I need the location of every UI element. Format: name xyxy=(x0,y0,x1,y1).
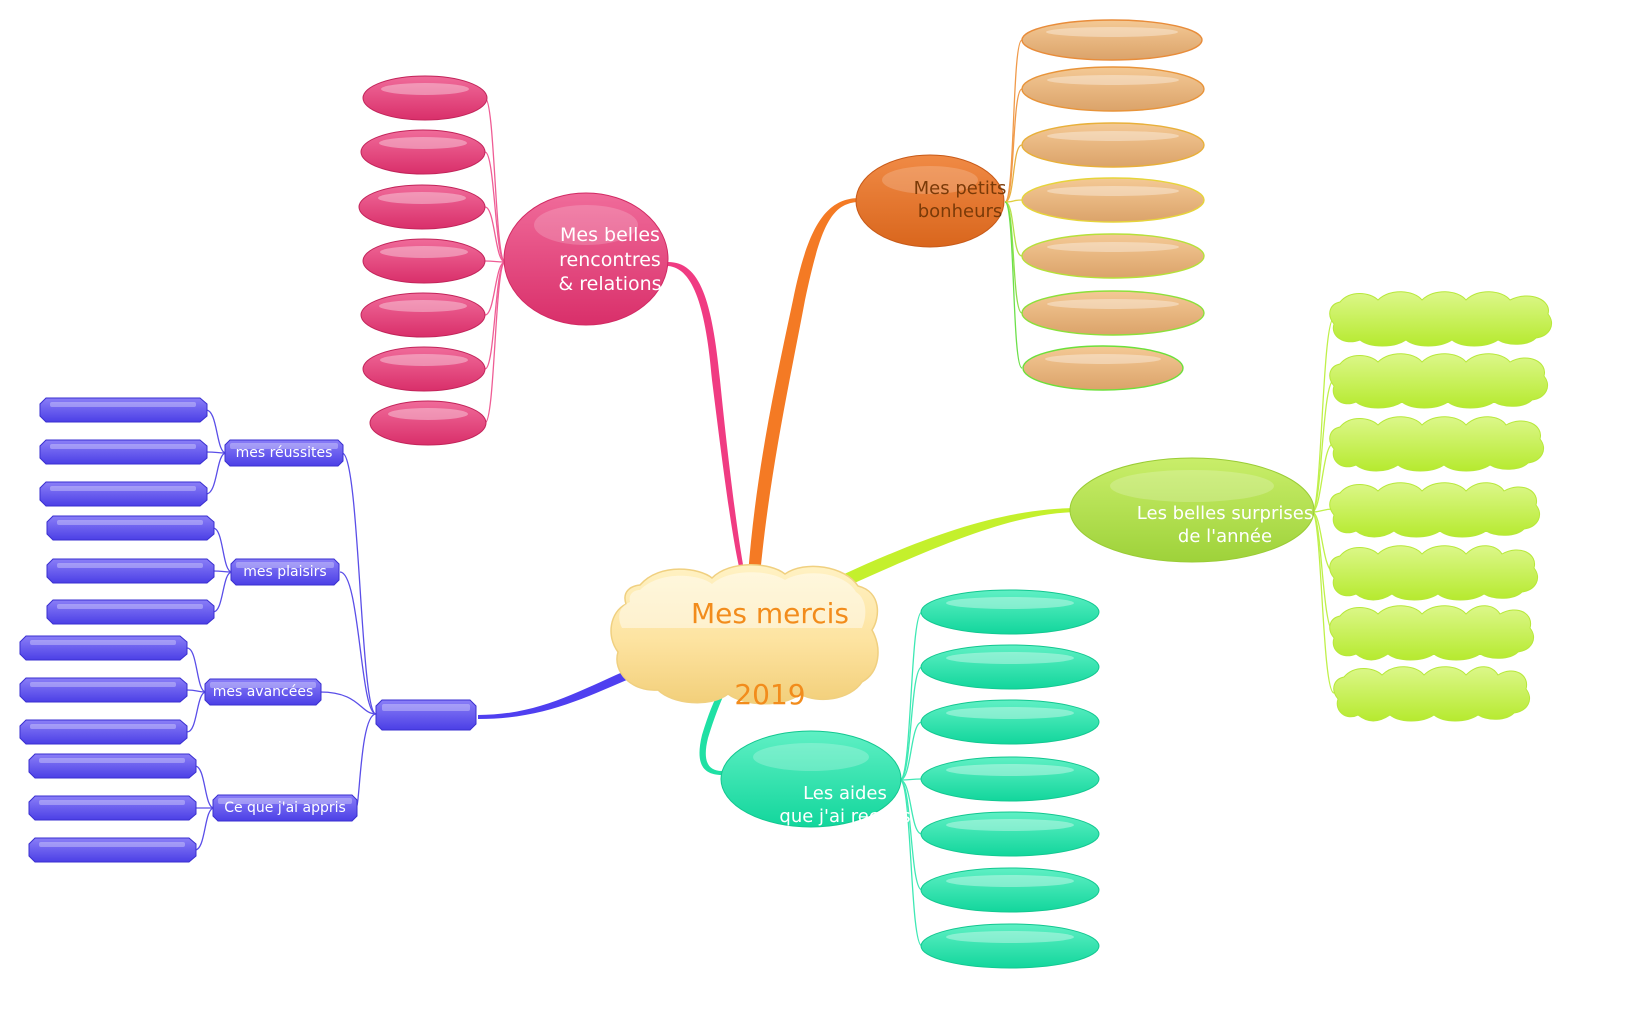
blue-leaf-lines xyxy=(186,409,377,851)
blue-leaf-node[interactable] xyxy=(46,558,215,584)
teal-leaf-node[interactable] xyxy=(920,867,1100,913)
topic-bonheurs-shape[interactable] xyxy=(855,154,1005,248)
blue-leaf-node[interactable] xyxy=(28,837,197,863)
pink-leaf-node[interactable] xyxy=(362,238,486,284)
pink-leaf-node[interactable] xyxy=(360,292,486,338)
topic-job-shape[interactable] xyxy=(375,699,477,731)
blue-leaf-node[interactable] xyxy=(39,397,208,423)
blue-leaf-node[interactable] xyxy=(28,753,197,779)
blue-leaves xyxy=(19,397,215,863)
peach-leaf-node[interactable] xyxy=(1021,19,1203,61)
pink-leaf-lines xyxy=(484,97,506,424)
peach-leaf-node[interactable] xyxy=(1021,177,1205,223)
blue-leaf-node[interactable] xyxy=(19,677,188,703)
teal-leaf-node[interactable] xyxy=(920,811,1100,857)
blue-leaf-node[interactable] xyxy=(46,599,215,625)
lime-leaf-node[interactable] xyxy=(1329,353,1548,409)
peach-leaf-node[interactable] xyxy=(1022,345,1184,391)
lime-leaves xyxy=(1329,291,1552,722)
lime-leaf-lines xyxy=(1311,317,1335,694)
blue-leaf-node[interactable] xyxy=(46,515,215,541)
lime-leaf-node[interactable] xyxy=(1329,605,1534,661)
teal-leaf-node[interactable] xyxy=(920,644,1100,690)
main-branches xyxy=(478,198,1080,775)
blue-leaf-node[interactable] xyxy=(19,719,188,745)
subtopic-reussites[interactable] xyxy=(224,439,344,467)
pink-leaf-node[interactable] xyxy=(362,75,488,121)
pink-leaf-node[interactable] xyxy=(360,129,486,175)
topic-rencontres-shape[interactable] xyxy=(503,192,669,326)
subtopic-avancees[interactable] xyxy=(204,678,322,706)
pink-leaves xyxy=(358,75,488,446)
subtopic-plaisirs[interactable] xyxy=(230,558,340,586)
teal-leaf-node[interactable] xyxy=(920,699,1100,745)
peach-leaf-lines xyxy=(1004,39,1023,369)
teal-leaf-node[interactable] xyxy=(920,756,1100,802)
blue-leaf-node[interactable] xyxy=(39,439,208,465)
blue-leaf-node[interactable] xyxy=(39,481,208,507)
central-topic-shape[interactable] xyxy=(610,564,879,705)
peach-leaves xyxy=(1021,19,1205,391)
lime-leaf-node[interactable] xyxy=(1329,416,1544,472)
blue-leaf-node[interactable] xyxy=(19,635,188,661)
lime-leaf-node[interactable] xyxy=(1329,291,1552,347)
pink-leaf-node[interactable] xyxy=(358,184,486,230)
teal-leaf-node[interactable] xyxy=(920,923,1100,969)
job-subtopics xyxy=(204,439,358,822)
peach-leaf-node[interactable] xyxy=(1021,233,1205,279)
lime-leaf-node[interactable] xyxy=(1333,666,1530,722)
peach-leaf-node[interactable] xyxy=(1021,290,1205,336)
lime-leaf-node[interactable] xyxy=(1329,482,1540,538)
teal-leaf-node[interactable] xyxy=(920,589,1100,635)
teal-leaves xyxy=(920,589,1100,969)
pink-leaf-node[interactable] xyxy=(362,346,486,392)
pink-leaf-node[interactable] xyxy=(369,400,487,446)
teal-leaf-lines xyxy=(899,611,923,947)
blue-leaf-node[interactable] xyxy=(28,795,197,821)
subtopic-appris[interactable] xyxy=(212,794,358,822)
lime-leaf-node[interactable] xyxy=(1329,545,1538,601)
topic-aides-shape[interactable] xyxy=(720,730,902,828)
peach-leaf-node[interactable] xyxy=(1021,66,1205,112)
topic-surprises-shape[interactable] xyxy=(1069,457,1315,563)
peach-leaf-node[interactable] xyxy=(1021,122,1205,168)
